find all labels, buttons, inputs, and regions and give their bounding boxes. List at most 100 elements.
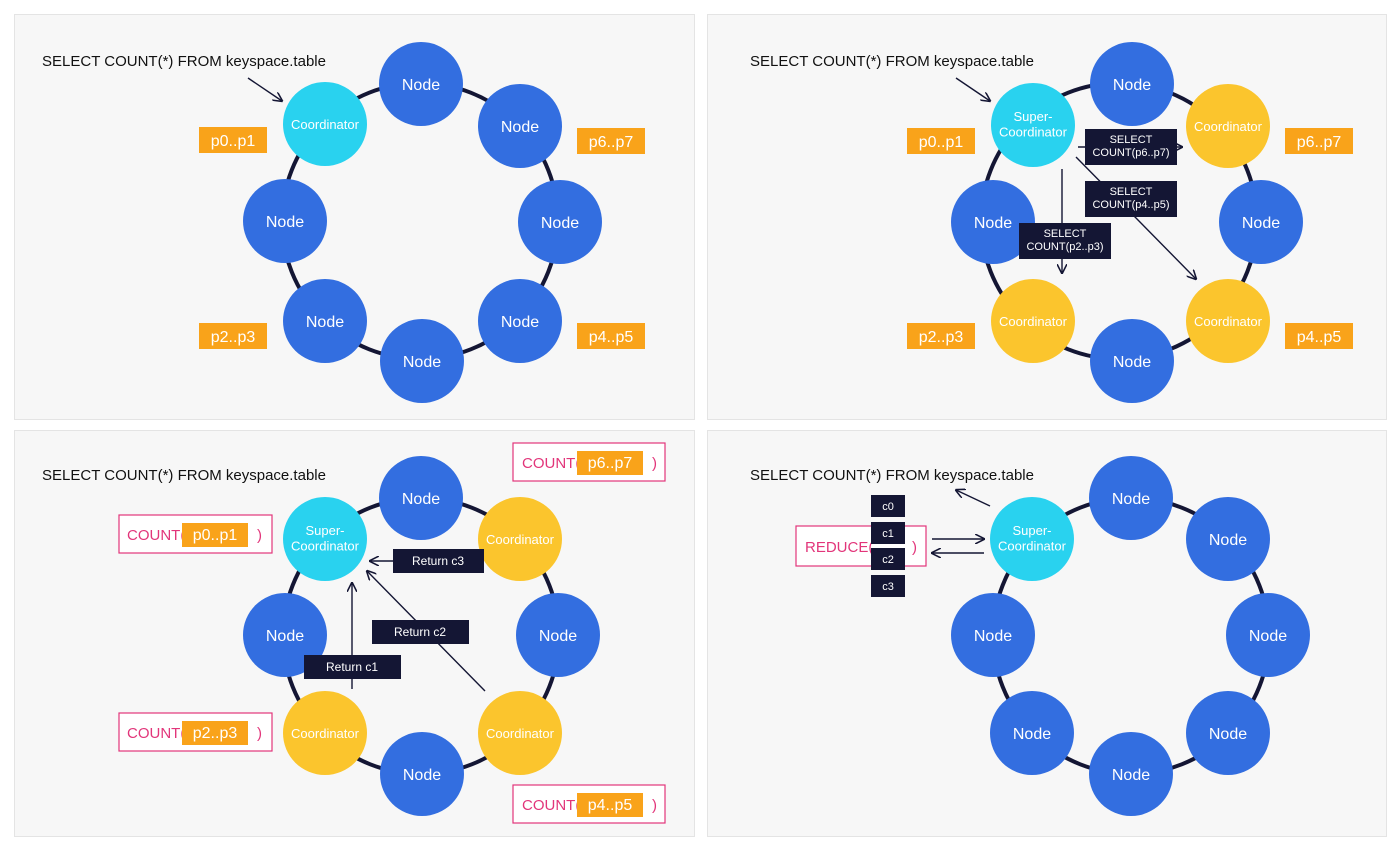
svg-text:Node: Node [306,314,344,331]
svg-text:p0..p1: p0..p1 [211,133,256,150]
svg-text:): ) [257,527,262,544]
result-arrow [956,490,991,507]
super-coordinator-node: Super-Coordinator [991,83,1075,167]
super-coordinator-node: Super-Coordinator [283,497,367,581]
svg-text:Node: Node [1112,767,1150,784]
panel-1-diagram: SELECT COUNT(*) FROM keyspace.table Coor… [42,42,645,403]
svg-text:p6..p7: p6..p7 [588,455,633,472]
svg-text:Coordinator: Coordinator [999,314,1068,329]
ring-node: Node [951,180,1035,264]
coordinator-node: Coordinator [283,691,367,775]
svg-text:Coordinator: Coordinator [1194,119,1263,134]
svg-text:Node: Node [402,491,440,508]
ring-node: Node [243,179,327,263]
super-coordinator-node: Super-Coordinator [990,497,1074,581]
svg-text:p6..p7: p6..p7 [1297,134,1342,151]
panel-initial-query: SELECT COUNT(*) FROM keyspace.table Coor… [14,14,695,420]
svg-text:Coordinator: Coordinator [291,117,360,132]
reduce-box: REDUCE( ) [795,525,927,567]
coordinator-node: Coordinator [283,82,367,166]
panel-4-diagram: SELECT COUNT(*) FROM keyspace.table Supe… [750,456,1310,816]
coordinator-node: Coordinator [478,497,562,581]
ring-node: Node [1090,42,1174,126]
coordinator-node: Coordinator [478,691,562,775]
svg-text:Return c1: Return c1 [326,660,378,674]
ring-node: Node [518,180,602,264]
ring-node: Node [516,593,600,677]
range-badge: p0..p1 [907,128,975,154]
query-arrow [247,77,282,101]
svg-text:Node: Node [1209,726,1247,743]
stack-item: c2 [871,548,905,570]
svg-text:Node: Node [402,77,440,94]
svg-text:Super-Coordinator: Super-Coordinator [998,523,1067,554]
svg-text:Coordinator: Coordinator [1194,314,1263,329]
return-label: Return c2 [372,620,469,644]
svg-text:COUNT(: COUNT( [522,797,580,814]
ring-node: Node [379,42,463,126]
svg-text:Node: Node [1209,532,1247,549]
svg-text:Return c3: Return c3 [412,554,464,568]
svg-text:Super-Coordinator: Super-Coordinator [291,523,360,554]
svg-text:p0..p1: p0..p1 [919,134,964,151]
ring-node: Node [951,593,1035,677]
ring-node: Node [478,84,562,168]
ring-node: Node [478,279,562,363]
count-box: COUNT( p4..p5 ) [512,784,666,824]
svg-text:Node: Node [1113,354,1151,371]
svg-text:Node: Node [539,628,577,645]
svg-text:): ) [912,539,917,556]
svg-text:p2..p3: p2..p3 [193,725,238,742]
range-badge: p4..p5 [1285,323,1353,349]
svg-text:Node: Node [1242,215,1280,232]
svg-text:): ) [652,455,657,472]
return-label: Return c3 [393,549,484,573]
stack-item: c3 [871,575,905,597]
svg-text:Coordinator: Coordinator [486,726,555,741]
ring-node: Node [380,319,464,403]
svg-text:c2: c2 [882,554,894,566]
return-label: Return c1 [304,655,401,679]
ring-node: Node [990,691,1074,775]
range-badge: p6..p7 [1285,128,1353,154]
count-box: COUNT( p0..p1 ) [118,514,273,554]
svg-text:Node: Node [501,314,539,331]
svg-text:Node: Node [1113,77,1151,94]
svg-text:COUNT(: COUNT( [127,527,185,544]
svg-text:REDUCE(: REDUCE( [805,539,873,556]
ring-node: Node [1089,732,1173,816]
panel-scatter-subqueries: SELECT COUNT(*) FROM keyspace.table Supe… [707,14,1387,420]
svg-text:Node: Node [1249,628,1287,645]
panel-3-diagram: SELECT COUNT(*) FROM keyspace.table Supe… [42,442,666,824]
svg-text:Node: Node [266,214,304,231]
query-text: SELECT COUNT(*) FROM keyspace.table [42,53,326,70]
svg-text:c1: c1 [882,528,894,540]
svg-text:p0..p1: p0..p1 [193,527,238,544]
svg-text:p4..p5: p4..p5 [589,329,634,346]
stack-item: c0 [871,495,905,517]
svg-text:Node: Node [403,767,441,784]
query-text: SELECT COUNT(*) FROM keyspace.table [750,53,1034,70]
ring-node: Node [1186,691,1270,775]
count-box: COUNT( p6..p7 ) [512,442,666,482]
ring-node: Node [379,456,463,540]
count-box: COUNT( p2..p3 ) [118,712,273,752]
svg-text:Coordinator: Coordinator [291,726,360,741]
svg-text:COUNT(: COUNT( [522,455,580,472]
svg-text:p4..p5: p4..p5 [588,797,633,814]
count-stack: c0 c1 c2 c3 [871,495,905,597]
svg-text:c0: c0 [882,501,894,513]
svg-text:Node: Node [974,215,1012,232]
svg-text:p4..p5: p4..p5 [1297,329,1342,346]
query-text: SELECT COUNT(*) FROM keyspace.table [750,467,1034,484]
range-badge: p2..p3 [907,323,975,349]
range-badge: p4..p5 [577,323,645,349]
svg-text:c3: c3 [882,581,894,593]
svg-text:Super-Coordinator: Super-Coordinator [999,109,1068,140]
ring-node: Node [380,732,464,816]
coordinator-node: Coordinator [991,279,1075,363]
